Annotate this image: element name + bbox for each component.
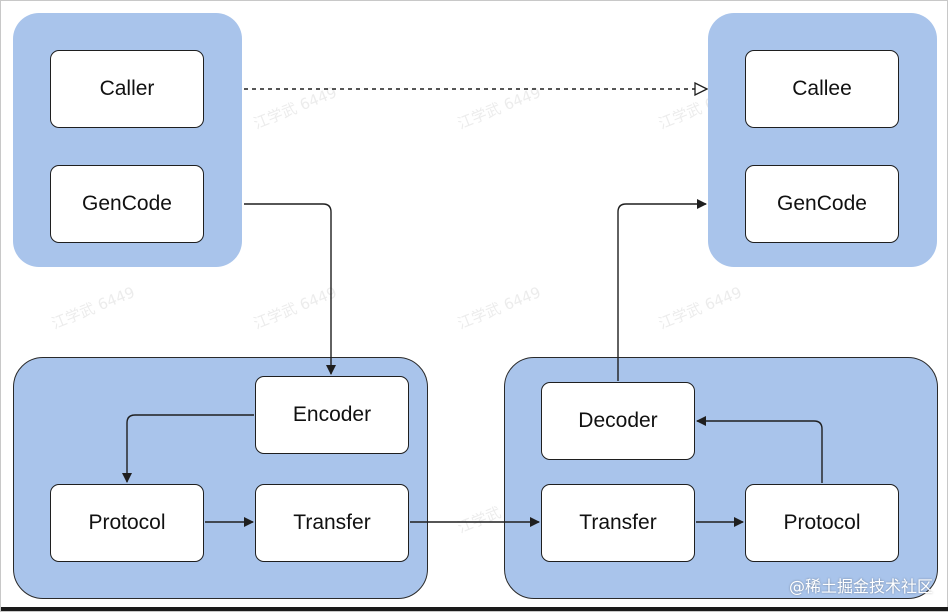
decoder-node[interactable]: Decoder	[541, 382, 695, 460]
caller-label: Caller	[99, 77, 155, 100]
send-protocol-node[interactable]: Protocol	[50, 484, 204, 562]
source-watermark: @稀土掘金技术社区	[788, 577, 933, 596]
edge-encoder-protocol	[122, 414, 254, 483]
send-transfer-label: Transfer	[293, 511, 371, 534]
receive-transfer-node[interactable]: Transfer	[541, 484, 695, 562]
edge-protocol-decoder	[696, 416, 823, 483]
callee-node[interactable]: Callee	[745, 50, 899, 128]
edge-decoder-gencode	[617, 199, 707, 381]
receive-protocol-node[interactable]: Protocol	[745, 484, 899, 562]
receive-protocol-label: Protocol	[783, 511, 861, 534]
send-transfer-node[interactable]: Transfer	[255, 484, 409, 562]
bottom-border	[1, 607, 948, 611]
encoder-label: Encoder	[292, 403, 372, 426]
callee-label: Callee	[792, 77, 852, 100]
callee-gencode-label: GenCode	[777, 192, 867, 215]
decoder-label: Decoder	[578, 409, 658, 432]
callee-gencode-node[interactable]: GenCode	[745, 165, 899, 243]
edge-gencode-encoder	[244, 203, 336, 375]
caller-node[interactable]: Caller	[50, 50, 204, 128]
caller-gencode-label: GenCode	[82, 192, 172, 215]
receive-transfer-label: Transfer	[579, 511, 657, 534]
encoder-node[interactable]: Encoder	[255, 376, 409, 454]
send-protocol-label: Protocol	[88, 511, 166, 534]
caller-gencode-node[interactable]: GenCode	[50, 165, 204, 243]
